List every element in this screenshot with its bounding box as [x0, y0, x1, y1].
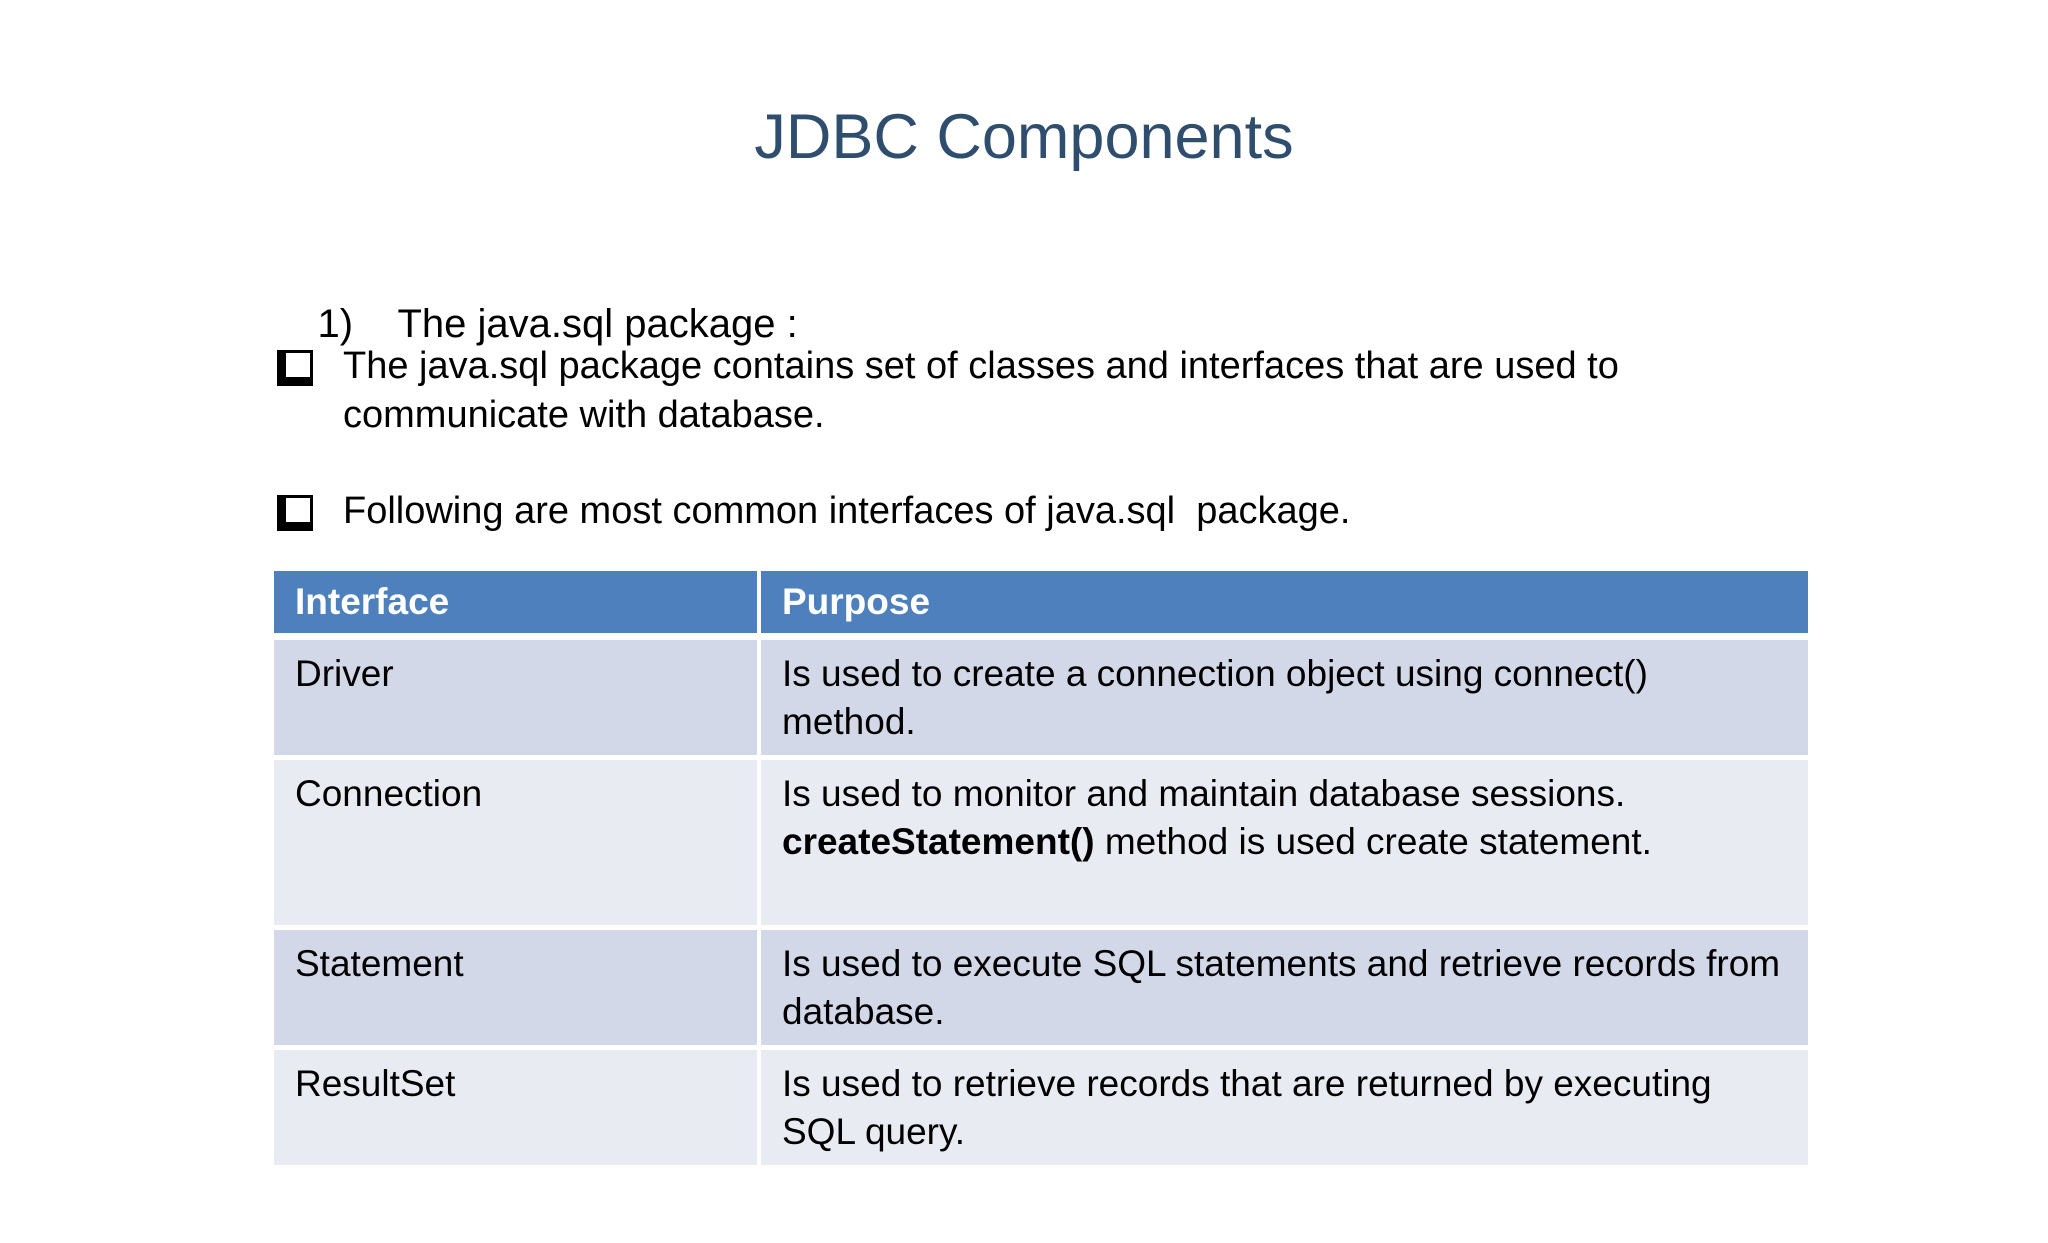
interface-cell: Statement — [274, 930, 761, 1050]
interface-cell: Driver — [274, 640, 761, 760]
purpose-cell: Is used to execute SQL statements and re… — [761, 930, 1808, 1050]
square-bullet-icon — [277, 495, 313, 531]
purpose-text: Is used to retrieve records that are ret… — [782, 1063, 1722, 1152]
purpose-text: method is used create statement. — [1094, 821, 1652, 862]
purpose-text: Is used to create a connection object us… — [782, 653, 1659, 742]
bullet-item: Following are most common interfaces of … — [277, 487, 1350, 536]
interface-cell: ResultSet — [274, 1050, 761, 1170]
table-header-row: Interface Purpose — [274, 571, 1808, 640]
bullet-text: The java.sql package contains set of cla… — [343, 345, 1630, 436]
interfaces-table: Interface Purpose Driver Is used to crea… — [274, 571, 1808, 1170]
numbered-heading: 1) The java.sql package : — [273, 252, 798, 396]
purpose-text: Is used to monitor and maintain database… — [782, 773, 1636, 814]
interface-cell: Connection — [274, 760, 761, 930]
bullet-text: Following are most common interfaces of … — [343, 490, 1351, 532]
table-row: Driver Is used to create a connection ob… — [274, 640, 1808, 760]
header-cell-interface: Interface — [274, 571, 761, 640]
heading-number: 1) — [317, 302, 354, 346]
purpose-cell: Is used to create a connection object us… — [761, 640, 1808, 760]
bullet-item: The java.sql package contains set of cla… — [277, 342, 1715, 440]
heading-text: The java.sql package : — [397, 302, 798, 346]
table-row: Connection Is used to monitor and mainta… — [274, 760, 1808, 930]
slide-title: JDBC Components — [754, 102, 1294, 172]
purpose-cell: Is used to retrieve records that are ret… — [761, 1050, 1808, 1170]
table-row: ResultSet Is used to retrieve records th… — [274, 1050, 1808, 1170]
purpose-text: Is used to execute SQL statements and re… — [782, 943, 1791, 1032]
table-row: Statement Is used to execute SQL stateme… — [274, 930, 1808, 1050]
square-bullet-icon — [277, 350, 313, 386]
header-cell-purpose: Purpose — [761, 571, 1808, 640]
purpose-bold-text: createStatement() — [782, 821, 1095, 862]
purpose-cell: Is used to monitor and maintain database… — [761, 760, 1808, 930]
